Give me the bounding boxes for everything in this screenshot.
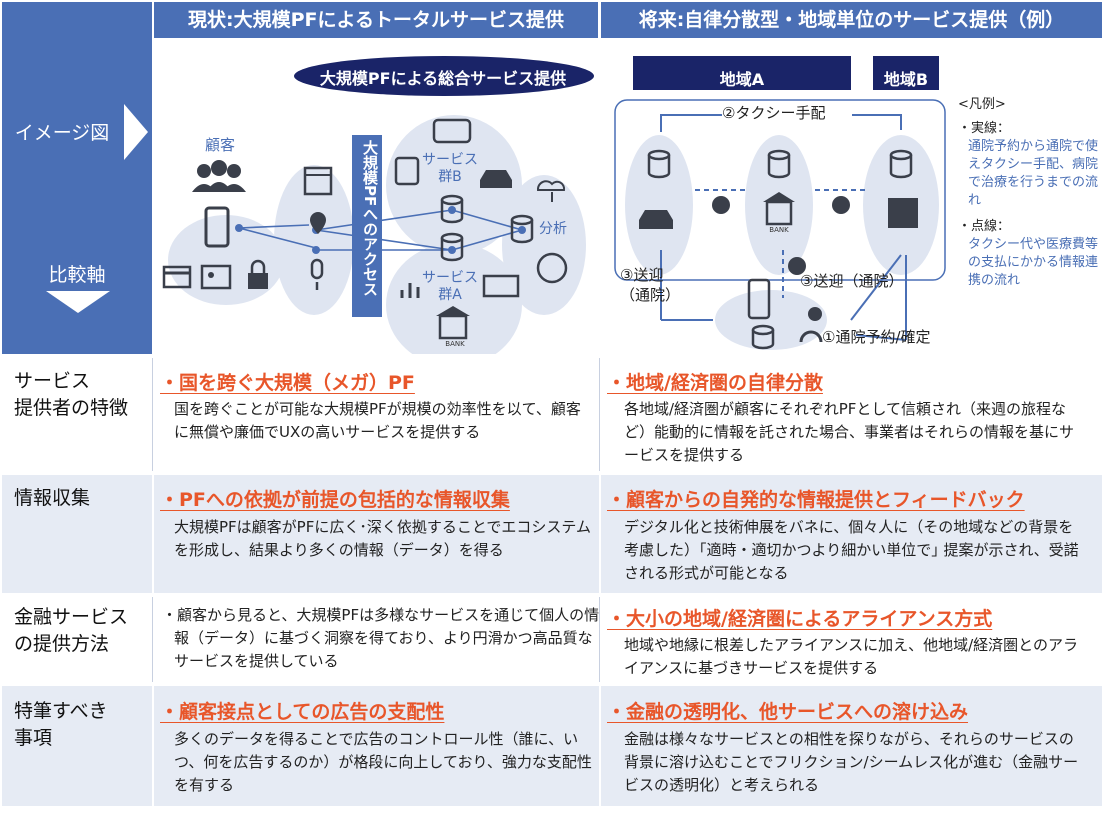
row-1-label: サービス 提供者の特徴 <box>14 370 129 419</box>
row-2-right-title: ・顧客からの自発的な情報提供とフィードバック <box>607 489 1025 511</box>
col-divider-1 <box>152 358 154 806</box>
col-line-1a <box>152 358 153 471</box>
current-diagram <box>162 56 594 354</box>
image-label: イメージ図 <box>14 122 110 144</box>
legend-solid-label: ・実線： <box>958 121 1011 136</box>
col-line-2c <box>599 597 600 682</box>
row-1-bg <box>2 358 1102 471</box>
analysis-label: 分析 <box>539 221 567 237</box>
pickup-right-label: ③送迎（通院） <box>800 272 904 290</box>
col-line-2a <box>599 358 600 471</box>
row-4-left-body: 多くのデータを得ることで広告のコントロール性（誰に、いつ、何を広告するのか）が格… <box>174 730 592 794</box>
arrow-right-icon <box>124 104 148 160</box>
customer-label: 顧客 <box>204 136 235 154</box>
row-1-right-title: ・地域/経済圏の自律分散 <box>607 372 823 394</box>
row-3-label: 金融サービス の提供方法 <box>14 606 129 655</box>
col-divider-2 <box>599 2 601 806</box>
col-line-1c <box>152 597 153 682</box>
legend-title: <凡例> <box>958 97 1006 112</box>
group-b-label: サービス群B <box>422 152 478 185</box>
row-4-right-title: ・金融の透明化、他サービスへの溶け込み <box>607 701 969 723</box>
row-4-label: 特筆すべき 事項 <box>14 700 108 749</box>
row-1-right-body: 各地域/経済圏が顧客にそれぞれPFとして信頼され（来週の旅程など）能動的に情報を… <box>624 400 1075 464</box>
legend-dotted-label: ・点線： <box>958 219 1011 234</box>
row-2-bg <box>2 475 1102 593</box>
header-future: 将来:自律分散型・地域単位のサービス提供（例） <box>601 2 1102 38</box>
taxi-label: ②タクシー手配 <box>722 102 852 123</box>
row-4-right-body: 金融は様々なサービスとの相性を探りながら、それらのサービスの背景に溶け込むことで… <box>624 730 1079 794</box>
bank-label-left: BANK <box>445 340 465 348</box>
row-1-left-title: ・国を跨ぐ大規模（メガ）PF <box>160 372 415 394</box>
legend-solid-desc: 通院予約から通院で使えタクシー手配、病院で治療を行うまでの流れ <box>968 139 1099 208</box>
row-3-right-title: ・大小の地域/経済圏によるアライアンス方式 <box>607 608 993 630</box>
row-4-bg <box>2 686 1102 806</box>
future-diagram <box>614 56 946 350</box>
bank-label-right: BANK <box>769 226 789 234</box>
group-a-label: サービス群A <box>422 270 478 303</box>
reserve-label: ①通院予約/確定 <box>822 328 931 346</box>
header-current: 現状:大規模PFによるトータルサービス提供 <box>154 2 598 38</box>
region-a-label: 地域A <box>719 70 765 89</box>
row-3-bg <box>2 597 1102 682</box>
legend-dotted-desc: タクシー代や医療費等の支払にかかる情報連携の流れ <box>968 237 1099 288</box>
pf-access-label: 大規模PFへのアクセス <box>361 140 379 297</box>
pickup-left-label: ③送迎 （通院） <box>620 266 681 304</box>
compare-label: 比較軸 <box>48 264 106 286</box>
row-2-right-body: デジタル化と技術伸展をバネに、個々人に（その地域などの背景を考慮した）｢適時・適… <box>624 518 1079 582</box>
row-2-left-title: ・PFへの依拠が前提の包括的な情報収集 <box>160 489 510 511</box>
legend: <凡例> ・実線： 通院予約から通院で使えタクシー手配、病院で治療を行うまでの流… <box>958 96 1098 290</box>
row-2-left-body: 大規模PFは顧客がPFに広く･深く依拠することでエコシステムを形成し、結果より多… <box>174 518 591 559</box>
row-1-left-body: 国を跨ぐことが可能な大規模PFが規模の効率性を以て、顧客に無償や廉価でUXの高い… <box>174 400 581 441</box>
region-b-label: 地域B <box>883 70 929 89</box>
row-4-left-title: ・顧客接点としての広告の支配性 <box>160 701 445 723</box>
arrow-down-icon <box>46 291 110 313</box>
row-2-label: 情報収集 <box>14 487 91 509</box>
pf-pill-label: 大規模PFによる総合サービス提供 <box>319 69 567 88</box>
row-3-left-body: ・顧客から見ると、大規模PFは多様なサービスを通じて個人の情報（データ）に基づく… <box>162 606 600 670</box>
row-3-right-body: 地域や地縁に根差したアライアンスに加え、他地域/経済圏とのアライアンスに基づきサ… <box>624 636 1079 677</box>
